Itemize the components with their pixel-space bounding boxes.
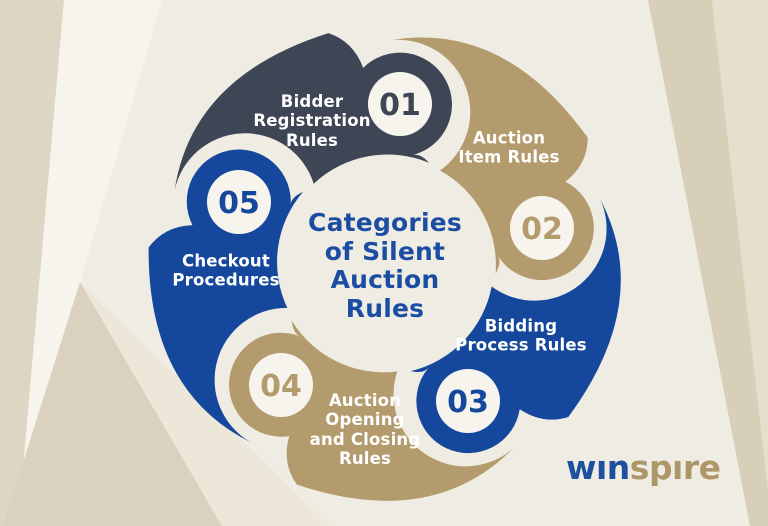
background-band-right — [648, 0, 768, 526]
segment-petal-01 — [174, 33, 452, 191]
background-band-left — [0, 0, 64, 526]
background-right-corner — [712, 0, 768, 490]
number-text-03: 03 — [447, 385, 489, 420]
number-text-05: 05 — [218, 186, 260, 221]
winspire-logo-spire: spıre — [629, 448, 721, 487]
diagram-title-line: of Silent — [324, 236, 446, 266]
number-circle-03 — [436, 369, 500, 433]
number-text-04: 04 — [260, 369, 302, 404]
winspire-logo-win: wın — [566, 448, 630, 487]
number-circle-05 — [207, 170, 271, 234]
number-circle-04 — [249, 353, 313, 417]
winspire-logo: wınspıre — [566, 448, 721, 487]
segment-petal-05 — [148, 149, 304, 443]
number-circle-02 — [510, 196, 574, 260]
number-circle-01 — [368, 72, 432, 136]
number-text-02: 02 — [521, 212, 563, 247]
diagram-title-line: Rules — [345, 293, 425, 323]
diagram-title: Categories of Silent Auction Rules — [270, 208, 500, 323]
diagram-title-line: Auction — [330, 265, 440, 294]
diagram-title-line: Categories — [308, 208, 462, 237]
background-bottom-triangle — [3, 282, 222, 526]
number-text-01: 01 — [379, 88, 421, 123]
